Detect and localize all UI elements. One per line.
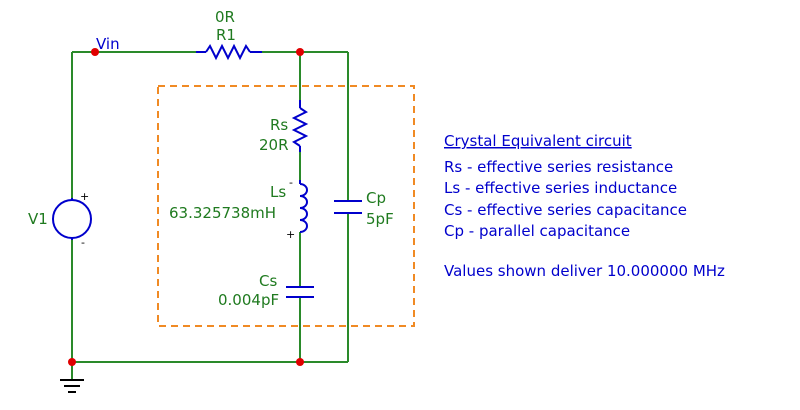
ls-polarity-plus: + <box>286 228 295 241</box>
v1-voltage-source-symbol[interactable] <box>52 198 92 240</box>
r1-name-label: R1 <box>216 26 236 44</box>
notes-line-rs: Rs - effective series resistance <box>444 158 673 176</box>
r1-resistor-symbol[interactable] <box>196 43 262 61</box>
v1-polarity-plus: + <box>80 190 89 203</box>
cp-capacitor-symbol[interactable] <box>334 200 362 214</box>
cs-name-label: Cs <box>259 272 277 290</box>
node-bottom-left[interactable] <box>68 358 76 366</box>
v1-name-label: V1 <box>28 210 48 228</box>
rs-value-label: 20R <box>259 136 289 154</box>
notes-footer: Values shown deliver 10.000000 MHz <box>444 262 725 280</box>
rs-resistor-symbol[interactable] <box>291 100 309 152</box>
ground-symbol <box>60 379 84 393</box>
ls-value-label: 63.325738mH <box>169 204 276 222</box>
v1-polarity-minus: - <box>81 236 85 249</box>
cs-capacitor-symbol[interactable] <box>286 286 314 298</box>
nodes <box>68 48 304 366</box>
node-vin[interactable] <box>91 48 99 56</box>
node-bottom-junction[interactable] <box>296 358 304 366</box>
r1-value-label: 0R <box>215 8 235 26</box>
node-top-junction[interactable] <box>296 48 304 56</box>
ls-name-label: Ls <box>270 183 286 201</box>
ls-inductor-symbol[interactable] <box>299 180 308 233</box>
crystal-boundary-box <box>157 85 415 327</box>
ls-polarity-minus: - <box>289 176 293 189</box>
rs-name-label: Rs <box>270 116 288 134</box>
notes-line-ls: Ls - effective series inductance <box>444 179 677 197</box>
vin-net-label: Vin <box>96 35 120 53</box>
notes-title: Crystal Equivalent circuit <box>444 132 632 150</box>
notes-line-cp: Cp - parallel capacitance <box>444 222 630 240</box>
cs-value-label: 0.004pF <box>218 291 279 309</box>
notes-line-cs: Cs - effective series capacitance <box>444 201 687 219</box>
cp-name-label: Cp <box>366 189 386 207</box>
cp-value-label: 5pF <box>366 210 394 228</box>
